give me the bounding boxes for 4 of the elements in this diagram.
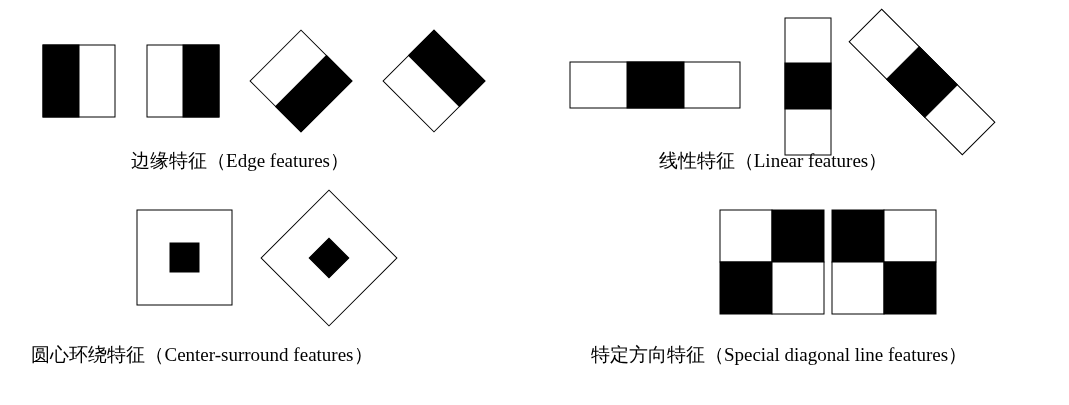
caption: 特定方向特征（Special diagonal line features） — [590, 343, 968, 367]
caption: 圆心环绕特征（Center-surround features） — [31, 343, 373, 367]
caption: 边缘特征（Edge features） — [131, 149, 349, 173]
caption: 线性特征（Linear features） — [658, 149, 888, 173]
